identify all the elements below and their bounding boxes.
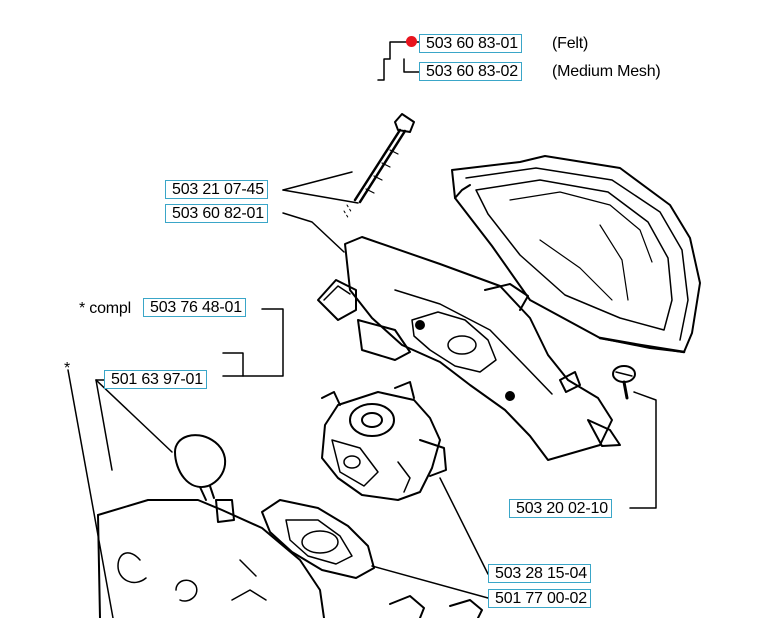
part-label-complete-kit[interactable]: 503 76 48-01 bbox=[143, 298, 246, 317]
air-filter-cover bbox=[451, 155, 701, 354]
part-label-screw-right[interactable]: 503 20 02-10 bbox=[509, 499, 612, 518]
small-screw bbox=[612, 365, 636, 400]
leader-lines bbox=[67, 41, 657, 618]
complete-kit-prefix: * compl bbox=[79, 300, 131, 317]
part-label-bellows[interactable]: 501 63 97-01 bbox=[104, 370, 207, 389]
note-medium-mesh: (Medium Mesh) bbox=[552, 63, 661, 80]
part-label-gasket[interactable]: 501 77 00-02 bbox=[488, 589, 591, 608]
part-label-filter-holder[interactable]: 503 60 82-01 bbox=[165, 204, 268, 223]
carburetor bbox=[321, 381, 447, 501]
lower-housing bbox=[97, 434, 483, 618]
part-label-screw-top[interactable]: 503 21 07-45 bbox=[165, 180, 268, 199]
highlight-marker bbox=[406, 36, 417, 47]
filter-holder-plate bbox=[317, 236, 621, 461]
gasket bbox=[261, 499, 375, 579]
part-label-mesh-filter[interactable]: 503 60 83-02 bbox=[419, 62, 522, 81]
part-label-carburetor[interactable]: 503 28 15-04 bbox=[488, 564, 591, 583]
part-label-felt-filter[interactable]: 503 60 83-01 bbox=[419, 34, 522, 53]
long-screw bbox=[343, 113, 415, 220]
note-felt: (Felt) bbox=[552, 35, 589, 52]
compl-asterisk: * bbox=[64, 360, 71, 377]
